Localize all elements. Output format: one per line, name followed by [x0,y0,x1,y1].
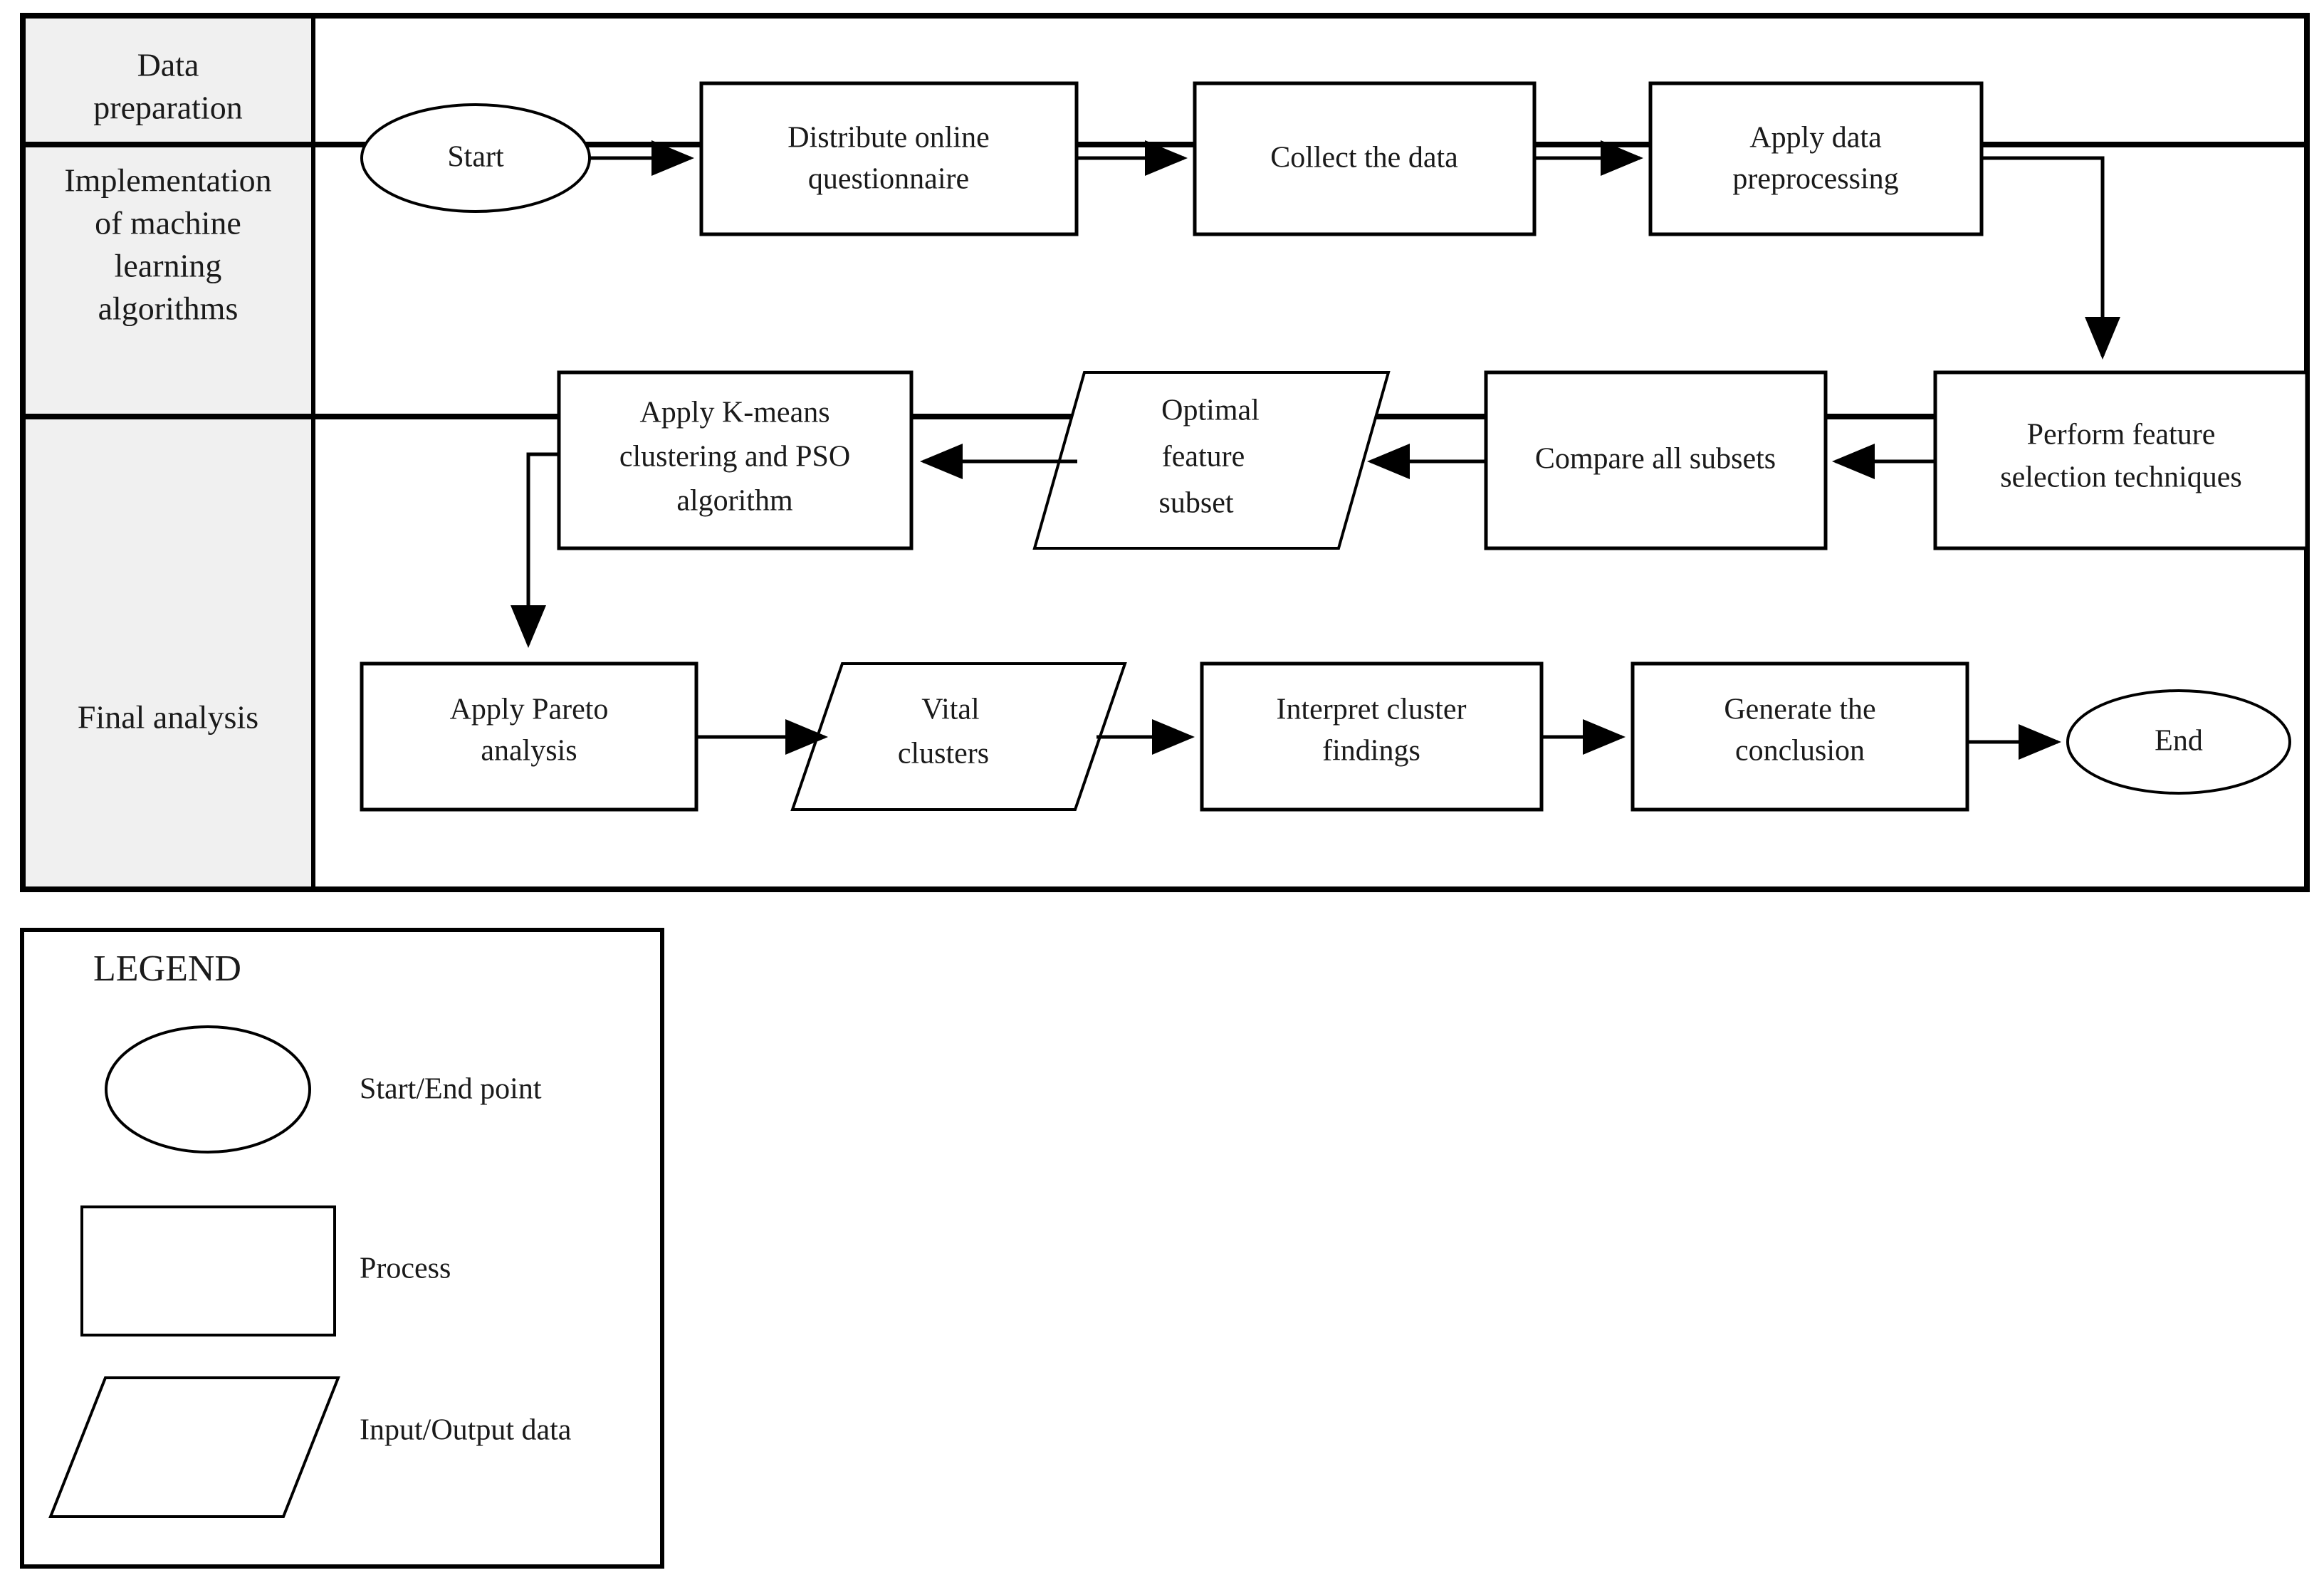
band-label-line: algorithms [98,291,239,327]
node-label: preprocessing [1732,163,1898,196]
band-label-data-preparation: Data preparation [93,47,242,126]
process-box [1648,81,1984,236]
legend-item-label: Start/End point [360,1073,542,1106]
legend-item-process: Process [80,1205,451,1336]
node-label: feature [1162,441,1245,474]
node-start[interactable]: Start [360,103,591,213]
process-box [1631,661,1969,812]
node-optimal-feature-subset[interactable]: Optimal feature subset [1032,371,1391,550]
node-label: Perform feature [2027,419,2216,451]
band-label-line: preparation [93,90,242,126]
legend-item-start-end: Start/End point [105,1025,542,1154]
node-label: analysis [481,735,577,768]
node-label: End [2155,725,2203,758]
data-parallelogram [1032,371,1391,550]
edge-preprocessing-to-feature-selection [1982,156,2120,360]
end-ellipse [2066,689,2291,795]
node-perform-feature-selection-techniques[interactable]: Perform feature selection techniques [1933,370,2309,550]
legend-title: LEGEND [93,948,241,989]
node-label: Distribute online [787,122,989,155]
node-label: conclusion [1735,735,1865,768]
node-label: subset [1159,487,1234,520]
node-interpret-cluster-findings[interactable]: Interpret cluster findings [1200,661,1544,812]
node-label: Generate the [1724,694,1875,726]
node-label: Collect the data [1270,142,1458,174]
node-label: Vital [921,694,979,726]
legend-panel: LEGEND Start/End point Process Input/Out… [20,928,664,1569]
process-box [1933,370,2309,550]
node-label: questionnaire [808,163,969,196]
process-box [557,370,914,550]
process-box [360,661,698,812]
node-apply-kmeans-clustering-and-pso-algorithm[interactable]: Apply K-means clustering and PSO algorit… [557,370,914,550]
band-column-background [23,16,313,889]
process-box [1200,661,1544,812]
node-label: clustering and PSO [619,441,850,474]
band-label-final-analysis: Final analysis [78,699,258,736]
node-vital-clusters[interactable]: Vital clusters [790,662,1127,811]
node-compare-all-subsets[interactable]: Compare all subsets [1484,370,1828,550]
legend-item-data: Input/Output data [48,1376,572,1518]
process-box [1193,81,1537,236]
node-end[interactable]: End [2066,689,2291,795]
band-label-line: Final analysis [78,699,258,736]
band-label-line: Data [137,47,199,83]
node-label: Apply data [1749,122,1882,155]
band-label-line: learning [115,248,222,284]
node-label: selection techniques [2000,461,2241,494]
node-label: Apply K-means [639,397,829,429]
band-label-implementation: Implementation of machine learning algor… [64,162,271,327]
legend-ellipse-icon [105,1025,311,1154]
node-generate-the-conclusion[interactable]: Generate the conclusion [1631,661,1969,812]
node-label: findings [1322,735,1420,768]
node-label: Compare all subsets [1535,443,1776,476]
legend-item-label: Input/Output data [360,1414,572,1447]
node-label: clusters [898,738,989,770]
node-label: Optimal [1161,394,1260,427]
band-label-line: Implementation [64,162,271,199]
node-label: Start [447,141,504,174]
node-label: Interpret cluster [1276,694,1466,726]
band-label-line: of machine [95,205,241,241]
legend-rect-icon [80,1205,336,1336]
node-apply-pareto-analysis[interactable]: Apply Pareto analysis [360,661,698,812]
data-parallelogram [790,662,1127,811]
edge-kmeans-to-pareto [511,452,559,648]
process-box [699,81,1079,236]
node-distribute-online-questionnaire[interactable]: Distribute online questionnaire [699,81,1079,236]
node-collect-the-data[interactable]: Collect the data [1193,81,1537,236]
node-apply-data-preprocessing[interactable]: Apply data preprocessing [1648,81,1984,236]
node-label: algorithm [676,485,793,518]
legend-item-label: Process [360,1252,451,1285]
node-label: Apply Pareto [450,694,609,726]
legend-parallelogram-icon [48,1376,340,1518]
